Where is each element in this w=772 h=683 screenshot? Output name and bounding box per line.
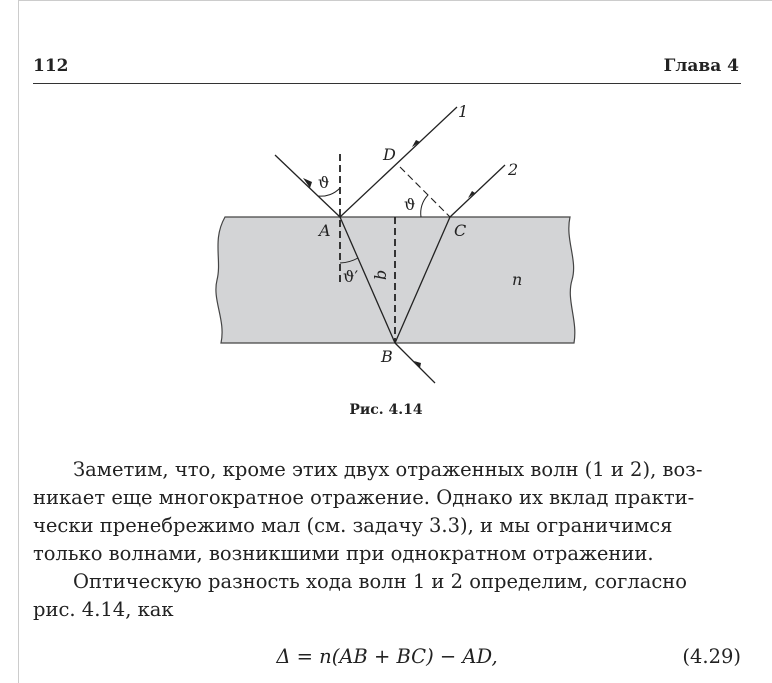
label-b: b [371,270,390,280]
header-rule [33,83,741,84]
figure-4-14: 1 2 D A C B ϑ ϑ ϑ′ b n [215,102,576,384]
text-line: Заметим, что, кроме этих двух отраженных… [73,458,703,481]
label-ray-2: 2 [507,160,518,179]
page-border [18,0,772,683]
incident-ray [274,154,341,218]
label-ray-1: 1 [458,102,468,121]
label-n: n [512,270,522,289]
label-theta-2: ϑ [404,195,415,214]
text-line: никает еще многократное отражение. Однак… [33,486,695,509]
text-line: только волнами, возникшими при однократн… [33,542,654,565]
label-B: B [380,347,393,366]
chapter-title: Глава 4 [663,56,739,76]
label-C: C [454,221,466,240]
page-number: 112 [33,56,69,76]
reflected-ray-1 [339,106,458,218]
equation: Δ = n(AB + BC) − AD, [276,645,498,668]
paragraph-2: Оптическую разность хода волн 1 и 2 опре… [33,568,741,624]
text-line: чески пренебрежимо мал (см. задачу 3.3),… [33,514,673,537]
wavefront-DC [399,166,451,218]
glass-slab [215,216,576,344]
transmitted-ray [394,342,436,384]
paragraph-1: Заметим, что, кроме этих двух отраженных… [33,456,741,568]
label-D: D [382,145,396,164]
reflected-ray-2 [449,164,506,218]
refracted-ray-AB [339,216,396,344]
label-theta-prime: ϑ′ [343,267,358,286]
label-A: A [317,221,331,240]
equation-number: (4.29) [682,645,741,668]
refracted-ray-BC [394,216,451,344]
text-line: Оптическую разность хода волн 1 и 2 опре… [73,570,688,593]
text-line: рис. 4.14, как [33,598,174,621]
figure-caption: Рис. 4.14 [349,402,423,418]
label-theta: ϑ [318,173,329,192]
